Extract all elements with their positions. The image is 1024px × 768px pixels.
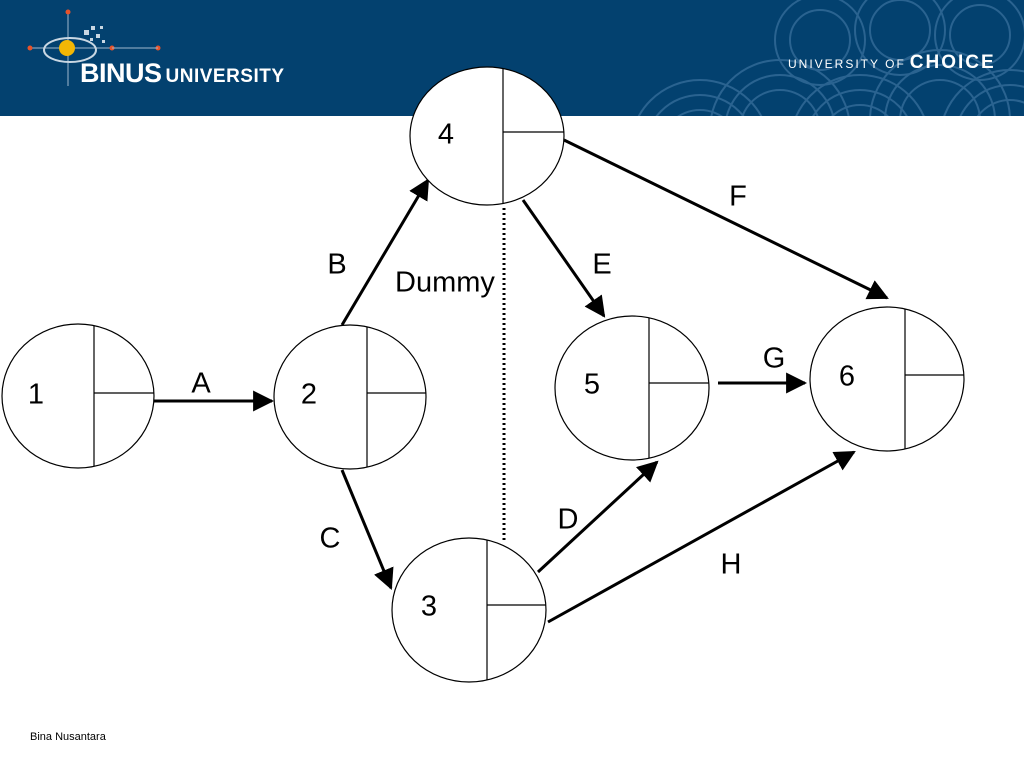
edge-label-layer: A B C D E F G H Dummy [191,181,785,581]
edge-label-c: C [320,523,341,555]
edge-label-h: H [721,549,742,581]
edge-label-d: D [558,504,579,536]
edge-3-5 [536,460,659,574]
edge-label-f: F [729,181,747,213]
node-label: 6 [839,361,855,393]
decorative-arcs [637,0,1024,116]
node-layer: 1 2 3 4 5 6 [1,66,965,683]
node-4: 4 [409,66,565,206]
tagline-prefix: UNIVERSITY OF [788,57,906,71]
node-circle [1,323,155,469]
node-label: 4 [438,119,454,151]
footer-text: Bina Nusantara [30,731,106,743]
edge-3-6 [547,450,856,624]
node-6: 6 [809,306,965,452]
node-circle [391,537,547,683]
tagline-emphasis: CHOICE [909,52,996,73]
edge-4-5 [521,199,606,318]
edge-label-b: B [327,249,346,281]
node-circle [273,324,427,470]
edge-layer [154,138,889,624]
node-1: 1 [1,323,155,469]
node-5: 5 [554,315,710,461]
logo-word-suffix: UNIVERSITY [165,66,285,87]
university-emblem-icon [27,9,161,86]
edge-2-3 [340,469,394,590]
edge-2-4 [340,178,430,326]
edge-label-g: G [763,343,786,375]
node-circle [554,315,710,461]
node-label: 2 [301,379,317,411]
logo-word: BINUS [80,58,162,88]
edge-4-6 [563,138,889,300]
node-label: 1 [28,379,44,411]
node-circle [809,306,965,452]
node-label: 3 [421,591,437,623]
node-label: 5 [584,369,600,401]
edge-label-a: A [191,368,211,400]
edge-label-e: E [592,249,611,281]
node-3: 3 [391,537,547,683]
node-2: 2 [273,324,427,470]
edge-label-dummy: Dummy [395,267,495,299]
node-circle [409,66,565,206]
